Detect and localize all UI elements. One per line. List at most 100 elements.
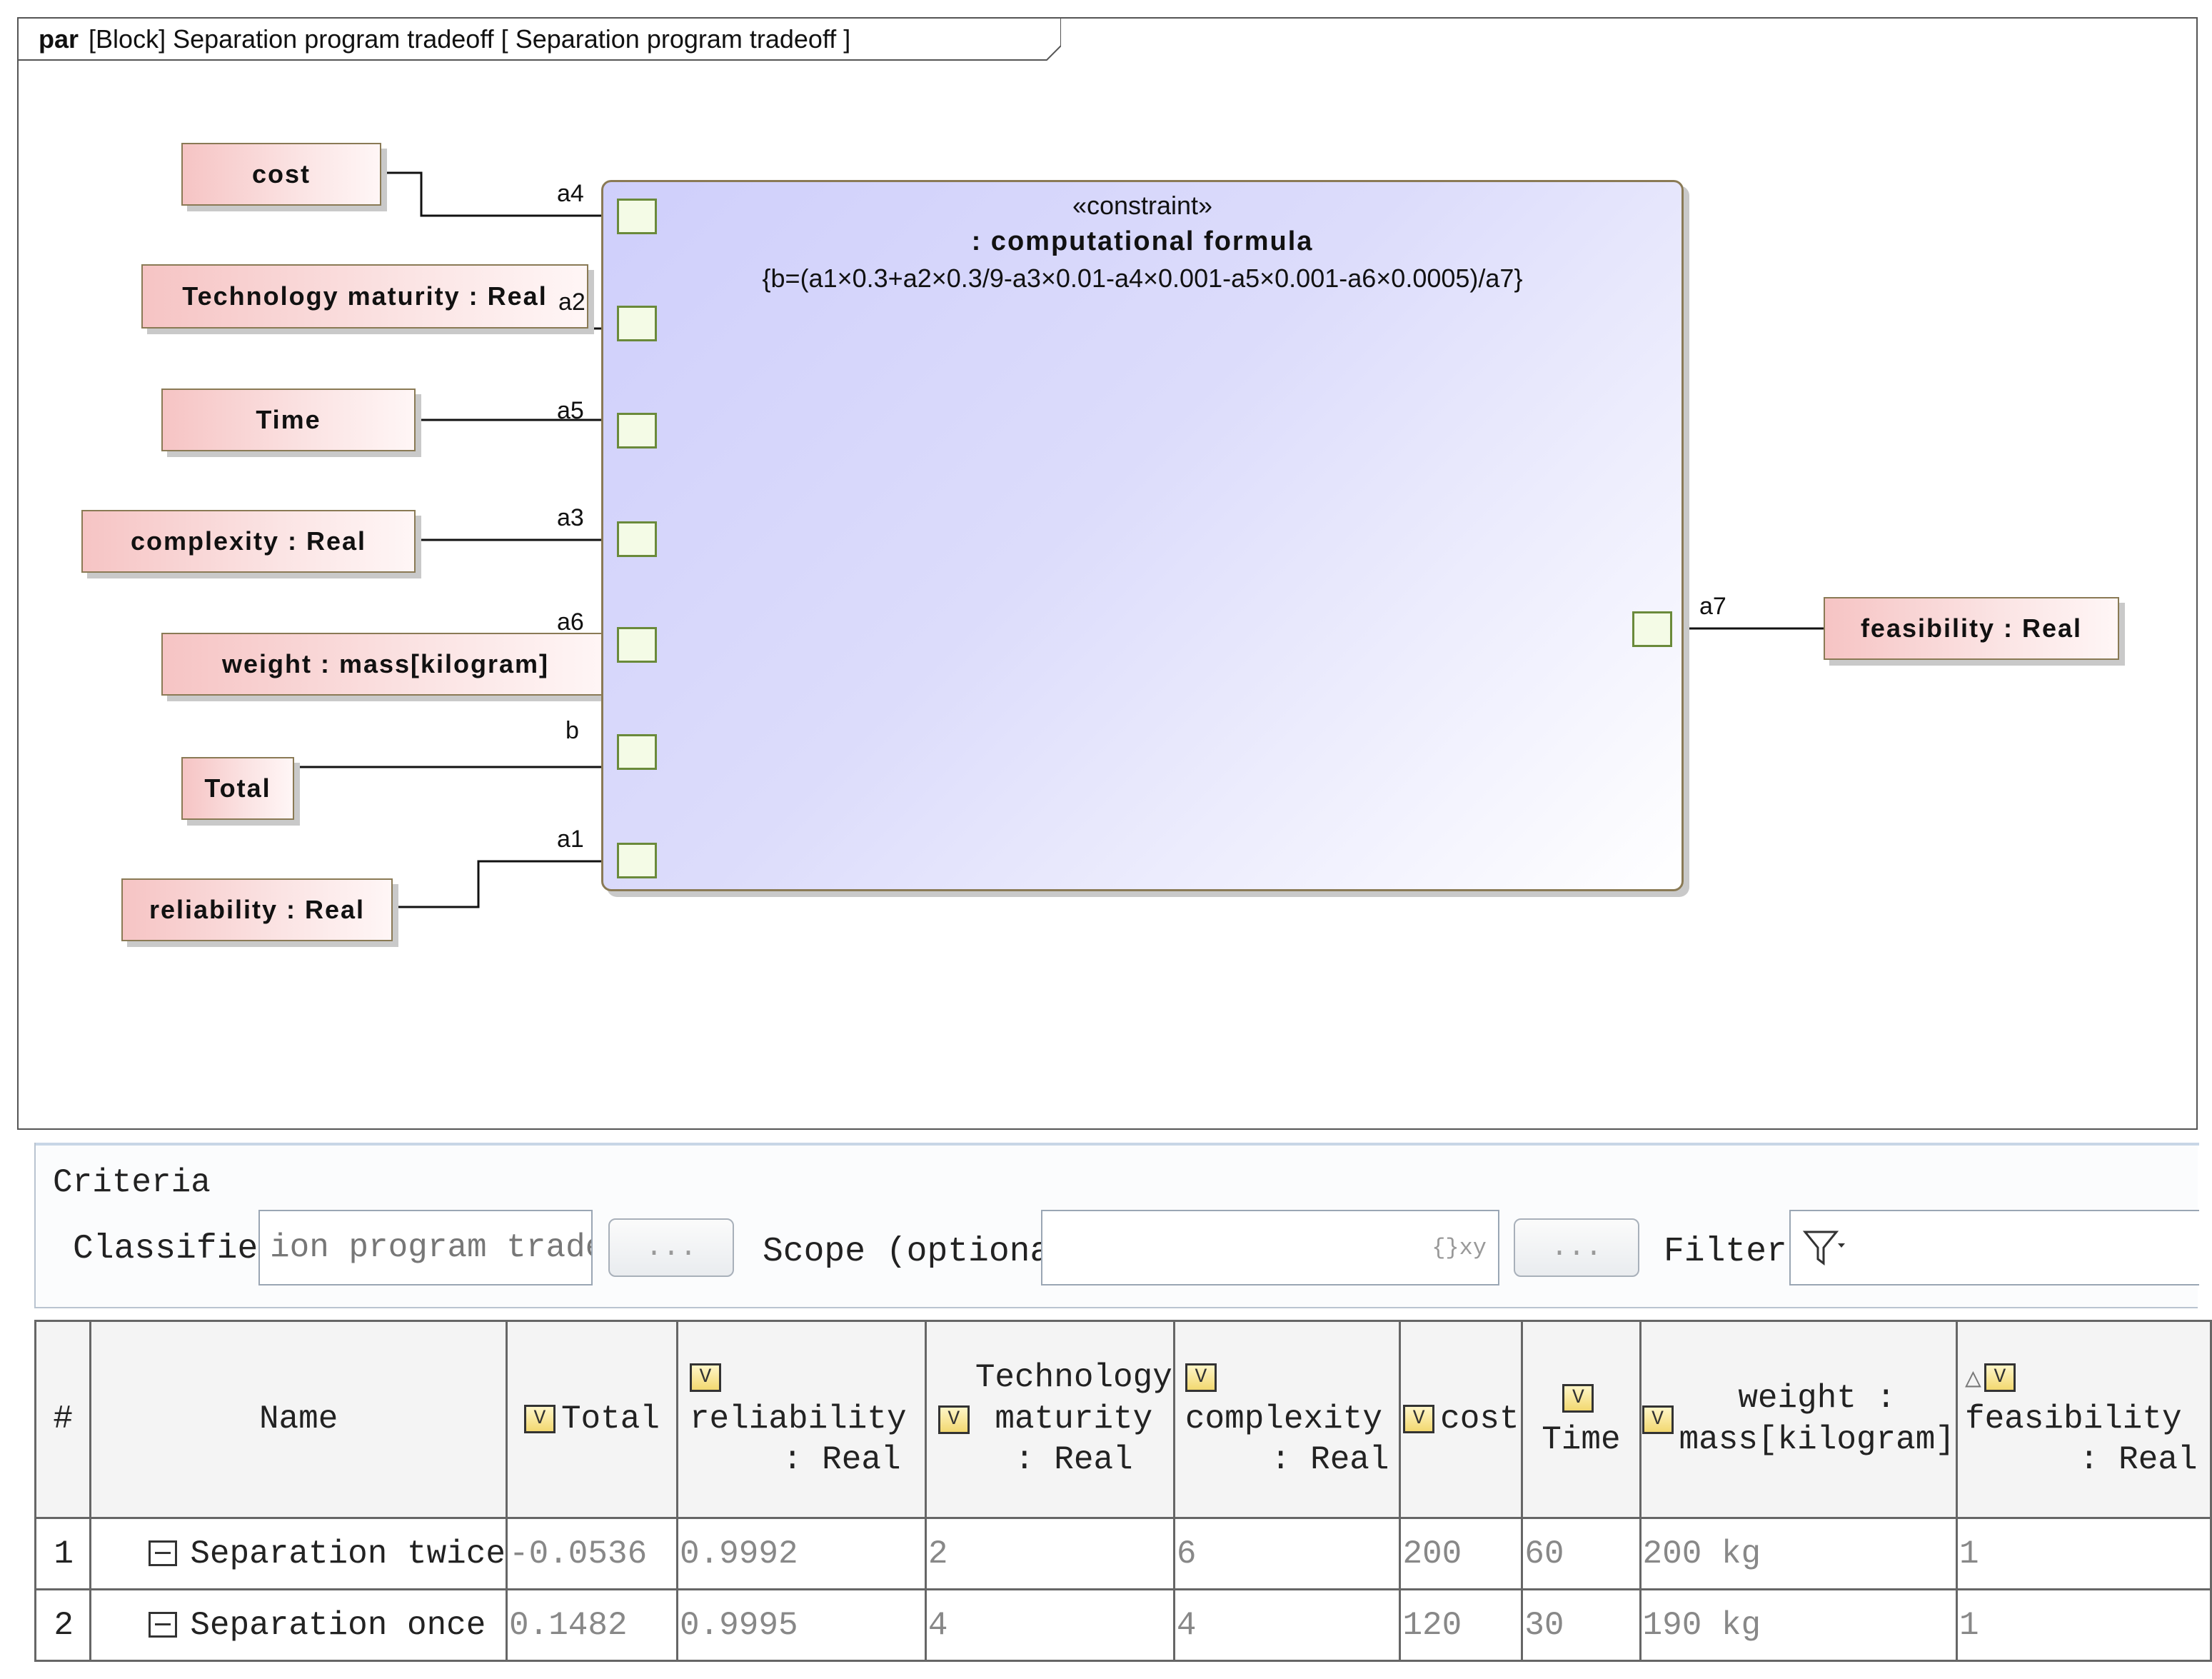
- cell-feasibility[interactable]: 1: [1955, 1517, 2212, 1590]
- port-a4[interactable]: [617, 199, 657, 234]
- header-weight-line2: mass[kilogram]: [1679, 1420, 1955, 1458]
- port-label-a1: a1: [557, 826, 584, 853]
- table-row[interactable]: 1 Separation twice -0.0536 0.9992 2 6 20…: [34, 1517, 2212, 1590]
- header-weight-line1: weight :: [1738, 1380, 1896, 1417]
- visible-check-icon[interactable]: V: [689, 1363, 721, 1393]
- wire-reliability-a1: [393, 860, 621, 908]
- filter-label: Filter:: [1664, 1233, 1808, 1271]
- constraint-stereotype: «constraint»: [1072, 191, 1213, 220]
- cell-feasibility[interactable]: 1: [1955, 1588, 2212, 1662]
- header-reliability-line2: : Real: [782, 1441, 901, 1479]
- cell-cost[interactable]: 200: [1399, 1517, 1524, 1590]
- scope-input[interactable]: {}xy: [1041, 1210, 1499, 1285]
- port-a2[interactable]: [617, 306, 657, 341]
- cell-complexity[interactable]: 6: [1172, 1517, 1402, 1590]
- column-header-complexity[interactable]: Vcomplexity: Real: [1172, 1320, 1402, 1519]
- cell-name-text: Separation twice: [190, 1535, 506, 1573]
- header-total-label: Total: [560, 1400, 660, 1438]
- frame-title: par[Block] Separation program tradeoff […: [39, 24, 850, 54]
- cell-technology-maturity[interactable]: 2: [924, 1517, 1175, 1590]
- port-a5[interactable]: [617, 413, 657, 448]
- frame-tab-outline: [19, 19, 1061, 61]
- criteria-title: Criteria: [53, 1164, 211, 1201]
- cell-cost[interactable]: 120: [1399, 1588, 1524, 1662]
- value-property-total[interactable]: Total: [181, 757, 294, 820]
- value-property-technology-maturity[interactable]: Technology maturity : Real: [141, 264, 588, 329]
- filter-funnel-icon[interactable]: [1801, 1226, 1846, 1269]
- value-property-complexity[interactable]: complexity : Real: [81, 510, 416, 573]
- header-feasibility-line2: : Real: [2078, 1441, 2198, 1479]
- frame-kind: par: [39, 24, 79, 54]
- visible-check-icon[interactable]: V: [1562, 1383, 1594, 1413]
- scope-browse-button[interactable]: ...: [1514, 1218, 1639, 1277]
- port-a7[interactable]: [1632, 611, 1672, 647]
- column-header-name[interactable]: Name: [89, 1320, 508, 1519]
- classifier-input[interactable]: ion program tradeoff: [258, 1210, 593, 1285]
- port-label-a6: a6: [557, 608, 584, 636]
- port-label-b: b: [565, 717, 579, 744]
- cell-name[interactable]: Separation once: [89, 1588, 508, 1662]
- port-label-a2: a2: [558, 289, 585, 316]
- value-property-reliability[interactable]: reliability : Real: [121, 878, 393, 941]
- cell-weight[interactable]: 200 kg: [1639, 1517, 1958, 1590]
- cell-name[interactable]: Separation twice: [89, 1517, 508, 1590]
- column-header-index[interactable]: #: [34, 1320, 92, 1519]
- header-tech-line3: : Real: [1015, 1441, 1133, 1479]
- visible-check-icon[interactable]: V: [523, 1404, 555, 1433]
- constraint-name: : computational formula: [971, 226, 1314, 256]
- cell-total[interactable]: 0.1482: [505, 1588, 678, 1662]
- column-header-time[interactable]: V Time: [1521, 1320, 1642, 1519]
- cell-index: 1: [34, 1517, 92, 1590]
- port-a6[interactable]: [617, 627, 657, 663]
- header-cost-label: cost: [1440, 1400, 1519, 1438]
- cell-complexity[interactable]: 4: [1172, 1588, 1402, 1662]
- cell-name-text: Separation once: [190, 1606, 486, 1644]
- value-property-cost[interactable]: cost: [181, 143, 381, 206]
- sort-ascending-icon[interactable]: △: [1964, 1364, 1981, 1395]
- criteria-panel: Criteria Classifier: ion program tradeof…: [34, 1143, 2199, 1308]
- visible-check-icon[interactable]: V: [937, 1405, 970, 1434]
- cell-time[interactable]: 30: [1521, 1588, 1642, 1662]
- cell-reliability[interactable]: 0.9995: [675, 1588, 927, 1662]
- filter-input[interactable]: [1789, 1210, 2199, 1285]
- header-complexity-line1: complexity: [1185, 1400, 1382, 1438]
- cell-reliability[interactable]: 0.9992: [675, 1517, 927, 1590]
- value-property-weight[interactable]: weight : mass[kilogram]: [161, 633, 610, 696]
- constraint-block[interactable]: «constraint» : computational formula {b=…: [601, 180, 1684, 891]
- cell-time[interactable]: 60: [1521, 1517, 1642, 1590]
- header-time-label: Time: [1542, 1420, 1621, 1458]
- visible-check-icon[interactable]: V: [1403, 1404, 1435, 1433]
- cell-weight[interactable]: 190 kg: [1639, 1588, 1958, 1662]
- port-a1[interactable]: [617, 843, 657, 878]
- port-a3[interactable]: [617, 521, 657, 557]
- column-header-feasibility[interactable]: △Vfeasibility: Real: [1955, 1320, 2212, 1519]
- collapse-icon[interactable]: [149, 1540, 178, 1567]
- cell-index: 2: [34, 1588, 92, 1662]
- expression-icon[interactable]: {}xy: [1432, 1234, 1487, 1261]
- wire-cost-a4: [383, 171, 621, 217]
- collapse-icon[interactable]: [149, 1612, 178, 1638]
- port-label-a5: a5: [557, 397, 584, 424]
- column-header-reliability[interactable]: Vreliability: Real: [675, 1320, 927, 1519]
- table-row[interactable]: 2 Separation once 0.1482 0.9995 4 4 120 …: [34, 1588, 2212, 1662]
- port-label-a4: a4: [557, 180, 584, 207]
- port-b[interactable]: [617, 734, 657, 770]
- header-feasibility-line1: feasibility: [1964, 1400, 2182, 1438]
- cell-technology-maturity[interactable]: 4: [924, 1588, 1175, 1662]
- visible-check-icon[interactable]: V: [1642, 1405, 1674, 1434]
- port-label-a3: a3: [557, 504, 584, 531]
- visible-check-icon[interactable]: V: [1984, 1363, 2016, 1393]
- visible-check-icon[interactable]: V: [1185, 1363, 1217, 1393]
- criteria-top-border: [36, 1143, 2199, 1146]
- value-property-time[interactable]: Time: [161, 389, 416, 451]
- header-reliability-line1: reliability: [689, 1400, 907, 1438]
- cell-total[interactable]: -0.0536: [505, 1517, 678, 1590]
- classifier-browse-button[interactable]: ...: [608, 1218, 734, 1277]
- value-property-feasibility[interactable]: feasibility : Real: [1824, 597, 2119, 660]
